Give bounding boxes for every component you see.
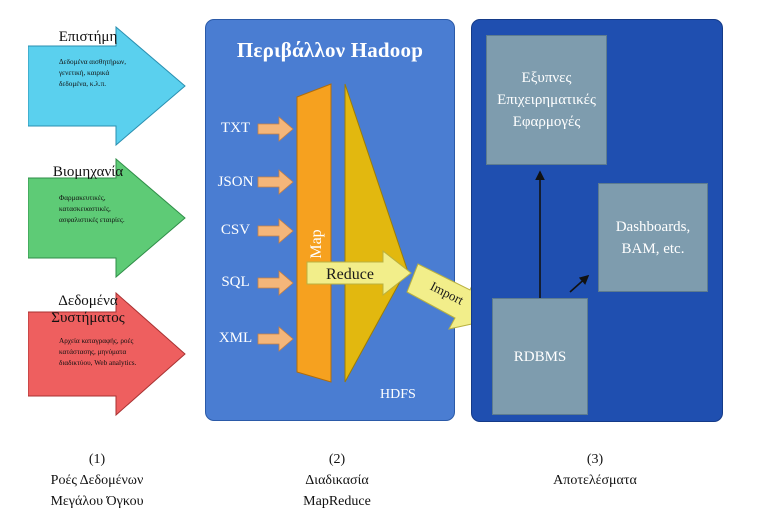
source-title: Δεδομένα Συστήματος bbox=[28, 293, 148, 327]
source-title: Επιστήμη bbox=[58, 29, 118, 45]
column-number: (1) bbox=[88, 452, 106, 467]
column-label-1: (1) Ροές Δεδομένων Μεγάλου Όγκου bbox=[2, 449, 192, 512]
column-label-2: (2) Διαδικασία MapReduce bbox=[242, 449, 432, 512]
dashboards-box: Dashboards, BAM, etc. bbox=[598, 183, 708, 292]
source-description: Δεδομένα αισθητήρων, γενετική, καιρικά δ… bbox=[59, 57, 159, 90]
desc-line: Φαρμακευτικές, bbox=[59, 194, 106, 202]
smart-apps-text: Εξυπνες Επιχειρηματικές Εφαρμογές bbox=[497, 67, 596, 133]
format-label-csv: CSV bbox=[220, 222, 251, 238]
reduce-triangle bbox=[344, 83, 408, 383]
format-label-sql: SQL bbox=[221, 274, 250, 290]
text-line: Επιχειρηματικές bbox=[497, 92, 596, 108]
format-arrow-sql bbox=[257, 270, 294, 296]
column-label-3: (3) Αποτελέσματα bbox=[500, 449, 690, 491]
source-description: Αρχεία καταγραφής, ροές κατάστασης, μηνύ… bbox=[59, 336, 159, 369]
format-arrow-xml bbox=[257, 326, 294, 352]
rdbms-to-dashboards-connector bbox=[569, 274, 590, 293]
text-line: Dashboards, bbox=[615, 218, 691, 235]
column-number: (3) bbox=[586, 452, 604, 467]
column-text-line: Αποτελέσματα bbox=[553, 473, 637, 488]
title-line: Συστήματος bbox=[51, 310, 125, 326]
column-text-line: Διαδικασία bbox=[305, 473, 369, 488]
format-label-xml: XML bbox=[218, 330, 253, 346]
format-arrow-csv bbox=[257, 218, 294, 244]
title-line: Δεδομένα bbox=[58, 293, 118, 309]
desc-line: Αρχεία καταγραφής, ροές bbox=[59, 337, 134, 345]
desc-line: ασφαλιστικές εταιρίες. bbox=[59, 216, 125, 224]
desc-line: διαδικτύου, Web analytics. bbox=[59, 359, 137, 367]
format-label-txt: TXT bbox=[220, 120, 251, 136]
source-arrow-system-data: Δεδομένα Συστήματος Αρχεία καταγραφής, ρ… bbox=[28, 292, 188, 417]
rdbms-text: RDBMS bbox=[513, 348, 567, 365]
map-label: Map bbox=[308, 229, 325, 258]
smart-apps-box: Εξυπνες Επιχειρηματικές Εφαρμογές bbox=[486, 35, 607, 165]
text-line: Εφαρμογές bbox=[512, 114, 581, 130]
reduce-arrow bbox=[306, 249, 412, 297]
desc-line: Δεδομένα αισθητήρων, bbox=[59, 58, 127, 66]
desc-line: κατάστασης, μηνύματα bbox=[59, 348, 127, 356]
hadoop-title: Περιβάλλον Hadoop bbox=[236, 38, 424, 62]
source-description: Φαρμακευτικές, κατασκευαστικές, ασφαλιστ… bbox=[59, 193, 159, 226]
map-shape bbox=[296, 83, 332, 383]
format-arrow-txt bbox=[257, 116, 294, 142]
desc-line: γενετική, καιρικά bbox=[59, 69, 110, 77]
arrow-shape bbox=[28, 292, 186, 417]
hdfs-label: HDFS bbox=[380, 387, 416, 402]
import-arrow bbox=[406, 263, 491, 330]
format-arrow-json bbox=[257, 169, 294, 195]
column-text-line: Ροές Δεδομένων bbox=[50, 473, 144, 488]
arrow-shape bbox=[28, 158, 186, 279]
dashboards-text: Dashboards, BAM, etc. bbox=[616, 216, 691, 260]
text-line: Εξυπνες bbox=[521, 70, 572, 86]
source-arrow-science: Επιστήμη Δεδομένα αισθητήρων, γενετική, … bbox=[28, 26, 188, 148]
arrow-shape bbox=[28, 26, 186, 147]
source-title: Βιομηχανία bbox=[52, 164, 124, 180]
source-arrow-industry: Βιομηχανία Φαρμακευτικές, κατασκευαστικέ… bbox=[28, 158, 188, 280]
text-line: BAM, etc. bbox=[621, 240, 685, 257]
reduce-label: Reduce bbox=[326, 266, 374, 283]
column-text-line: Μεγάλου Όγκου bbox=[50, 494, 144, 509]
desc-line: κατασκευαστικές, bbox=[59, 205, 111, 213]
rdbms-box: RDBMS bbox=[492, 298, 588, 415]
desc-line: δεδομένα, κ.λ.π. bbox=[59, 80, 106, 88]
column-text-line: MapReduce bbox=[303, 494, 371, 509]
format-label-json: JSON bbox=[217, 174, 254, 190]
column-number: (2) bbox=[328, 452, 346, 467]
